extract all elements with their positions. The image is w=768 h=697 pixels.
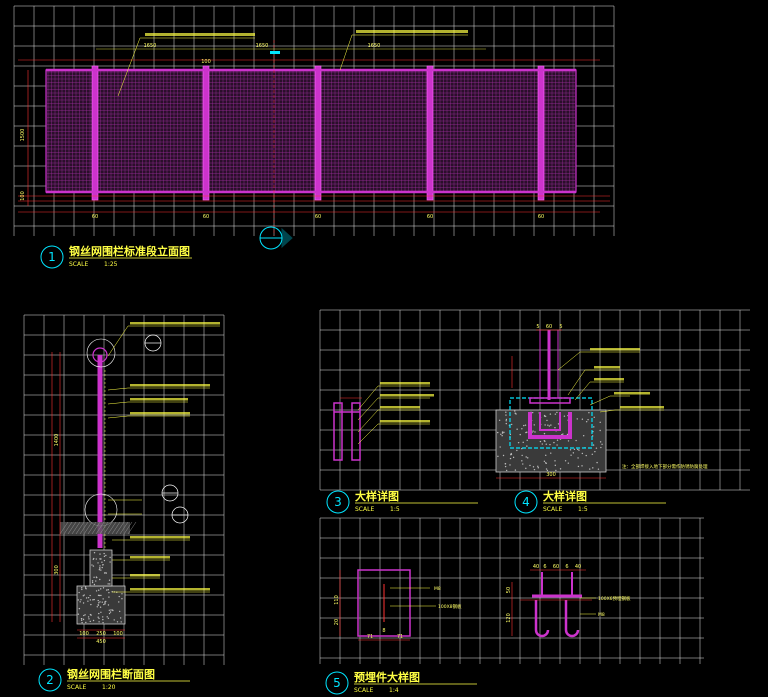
base-dim-3: 100 xyxy=(113,631,123,637)
detail-4: 5 60 5 300 注：全部焊接入地下部分需作防锈防腐处理 xyxy=(495,324,708,479)
detail5-right-top-dim-5: 40 xyxy=(575,564,581,570)
base-dim-1: 100 xyxy=(79,631,89,637)
bottom-dim-5: 60 xyxy=(538,214,544,220)
base-dim-total: 450 xyxy=(96,639,106,645)
bottom-dim-3: 60 xyxy=(315,214,321,220)
view-number: 1 xyxy=(48,250,56,264)
height-dim-main: 1500 xyxy=(20,129,26,142)
detail5-label-m8-right: M8 xyxy=(598,612,605,618)
detail4-top-dim-3: 5 xyxy=(559,324,562,330)
detail5-right-side-dim-1: 50 xyxy=(506,587,512,593)
view-title-1: 1 钢丝网围栏标准段立面图 SCALE 1:25 xyxy=(40,244,192,269)
bottom-dim-4: 60 xyxy=(427,214,433,220)
detail5-right-top-dim-2: 6 xyxy=(543,564,546,570)
scale-value: 1:20 xyxy=(102,684,116,691)
scale-label: SCALE xyxy=(354,687,373,694)
detail5-bottom-dim-1: 71 xyxy=(367,634,373,640)
detail-3 xyxy=(333,382,434,461)
view-number: 2 xyxy=(46,673,54,687)
view-title: 预埋件大样图 xyxy=(354,670,420,684)
detail5-right-top-dim-3: 60 xyxy=(553,564,559,570)
view-title-5: 5 预埋件大样图 SCALE 1:4 xyxy=(325,670,477,695)
section-height-dim-2: 300 xyxy=(54,565,60,575)
view-title: 大样详图 xyxy=(355,489,399,503)
detail5-right-top-dim-4: 6 xyxy=(565,564,568,570)
scale-value: 1:5 xyxy=(578,506,588,513)
view-title: 大样详图 xyxy=(543,489,587,503)
fence-mesh xyxy=(45,69,577,193)
view-number-circle xyxy=(326,490,350,514)
scale-label: SCALE xyxy=(69,261,88,268)
detail5-label-m8-left: M8 xyxy=(434,586,441,592)
base-dim-2: 250 xyxy=(96,631,106,637)
detail4-top-dim-1: 5 xyxy=(536,324,539,330)
top-dim-3: 1650 xyxy=(368,43,381,49)
view-number-circle xyxy=(325,671,349,695)
scale-value: 1:5 xyxy=(390,506,400,513)
detail5-bottom-dim-2: 8 xyxy=(382,628,385,634)
detail4-top-dim-2: 60 xyxy=(546,324,552,330)
view-number: 4 xyxy=(522,495,530,509)
bottom-dim-2: 60 xyxy=(203,214,209,220)
scale-label: SCALE xyxy=(543,506,562,513)
scale-label: SCALE xyxy=(355,506,374,513)
view-number-circle xyxy=(514,490,538,514)
post-width-dim: 100 xyxy=(201,59,211,65)
detail4-bottom-dim: 300 xyxy=(546,472,556,478)
detail5-label-plate-left: 100X8钢板 xyxy=(438,603,462,610)
scale-value: 1:4 xyxy=(389,687,399,694)
view-title-4: 4 大样详图 SCALE 1:5 xyxy=(514,489,666,514)
fence-elevation: 1500 100 1650 1650 1650 100 60 60 60 60 … xyxy=(18,30,610,250)
view-title-2: 2 钢丝网围栏断面图 SCALE 1:20 xyxy=(38,667,190,692)
detail5-right-side-dim-2: 120 xyxy=(506,613,512,623)
detail5-label-plate-right: 100X6预埋钢板 xyxy=(598,595,631,602)
scale-value: 1:25 xyxy=(104,261,118,268)
view-number: 5 xyxy=(333,676,341,690)
section-height-dim-1: 1400 xyxy=(54,434,60,447)
fence-section: 1400 300 100 250 100 450 xyxy=(51,322,220,645)
view-title: 钢丝网围栏标准段立面图 xyxy=(69,244,190,258)
bottom-dim-1: 60 xyxy=(92,214,98,220)
section-cut-symbol xyxy=(259,226,293,250)
detail4-note: 注：全部焊接入地下部分需作防锈防腐处理 xyxy=(622,463,708,470)
view-number-circle xyxy=(38,668,62,692)
detail5-left-dim-1: 110 xyxy=(334,595,340,605)
fence-posts xyxy=(46,65,576,201)
scale-label: SCALE xyxy=(67,684,86,691)
top-dim-2: 1650 xyxy=(256,43,269,49)
detail5-right-top-dim-1: 40 xyxy=(533,564,539,570)
view-title-3: 3 大样详图 SCALE 1:5 xyxy=(326,489,478,514)
height-dim-base: 100 xyxy=(20,191,26,201)
view-title: 钢丝网围栏断面图 xyxy=(67,667,155,681)
detail-5: 110 20 71 8 71 M8 100X8钢板 40 6 60 6 40 5… xyxy=(334,564,631,641)
top-dim-1: 1650 xyxy=(144,43,157,49)
view-number-circle xyxy=(40,245,64,269)
view-number: 3 xyxy=(334,495,342,509)
detail5-left-dim-2: 20 xyxy=(334,619,340,625)
detail5-bottom-dim-3: 71 xyxy=(397,634,403,640)
